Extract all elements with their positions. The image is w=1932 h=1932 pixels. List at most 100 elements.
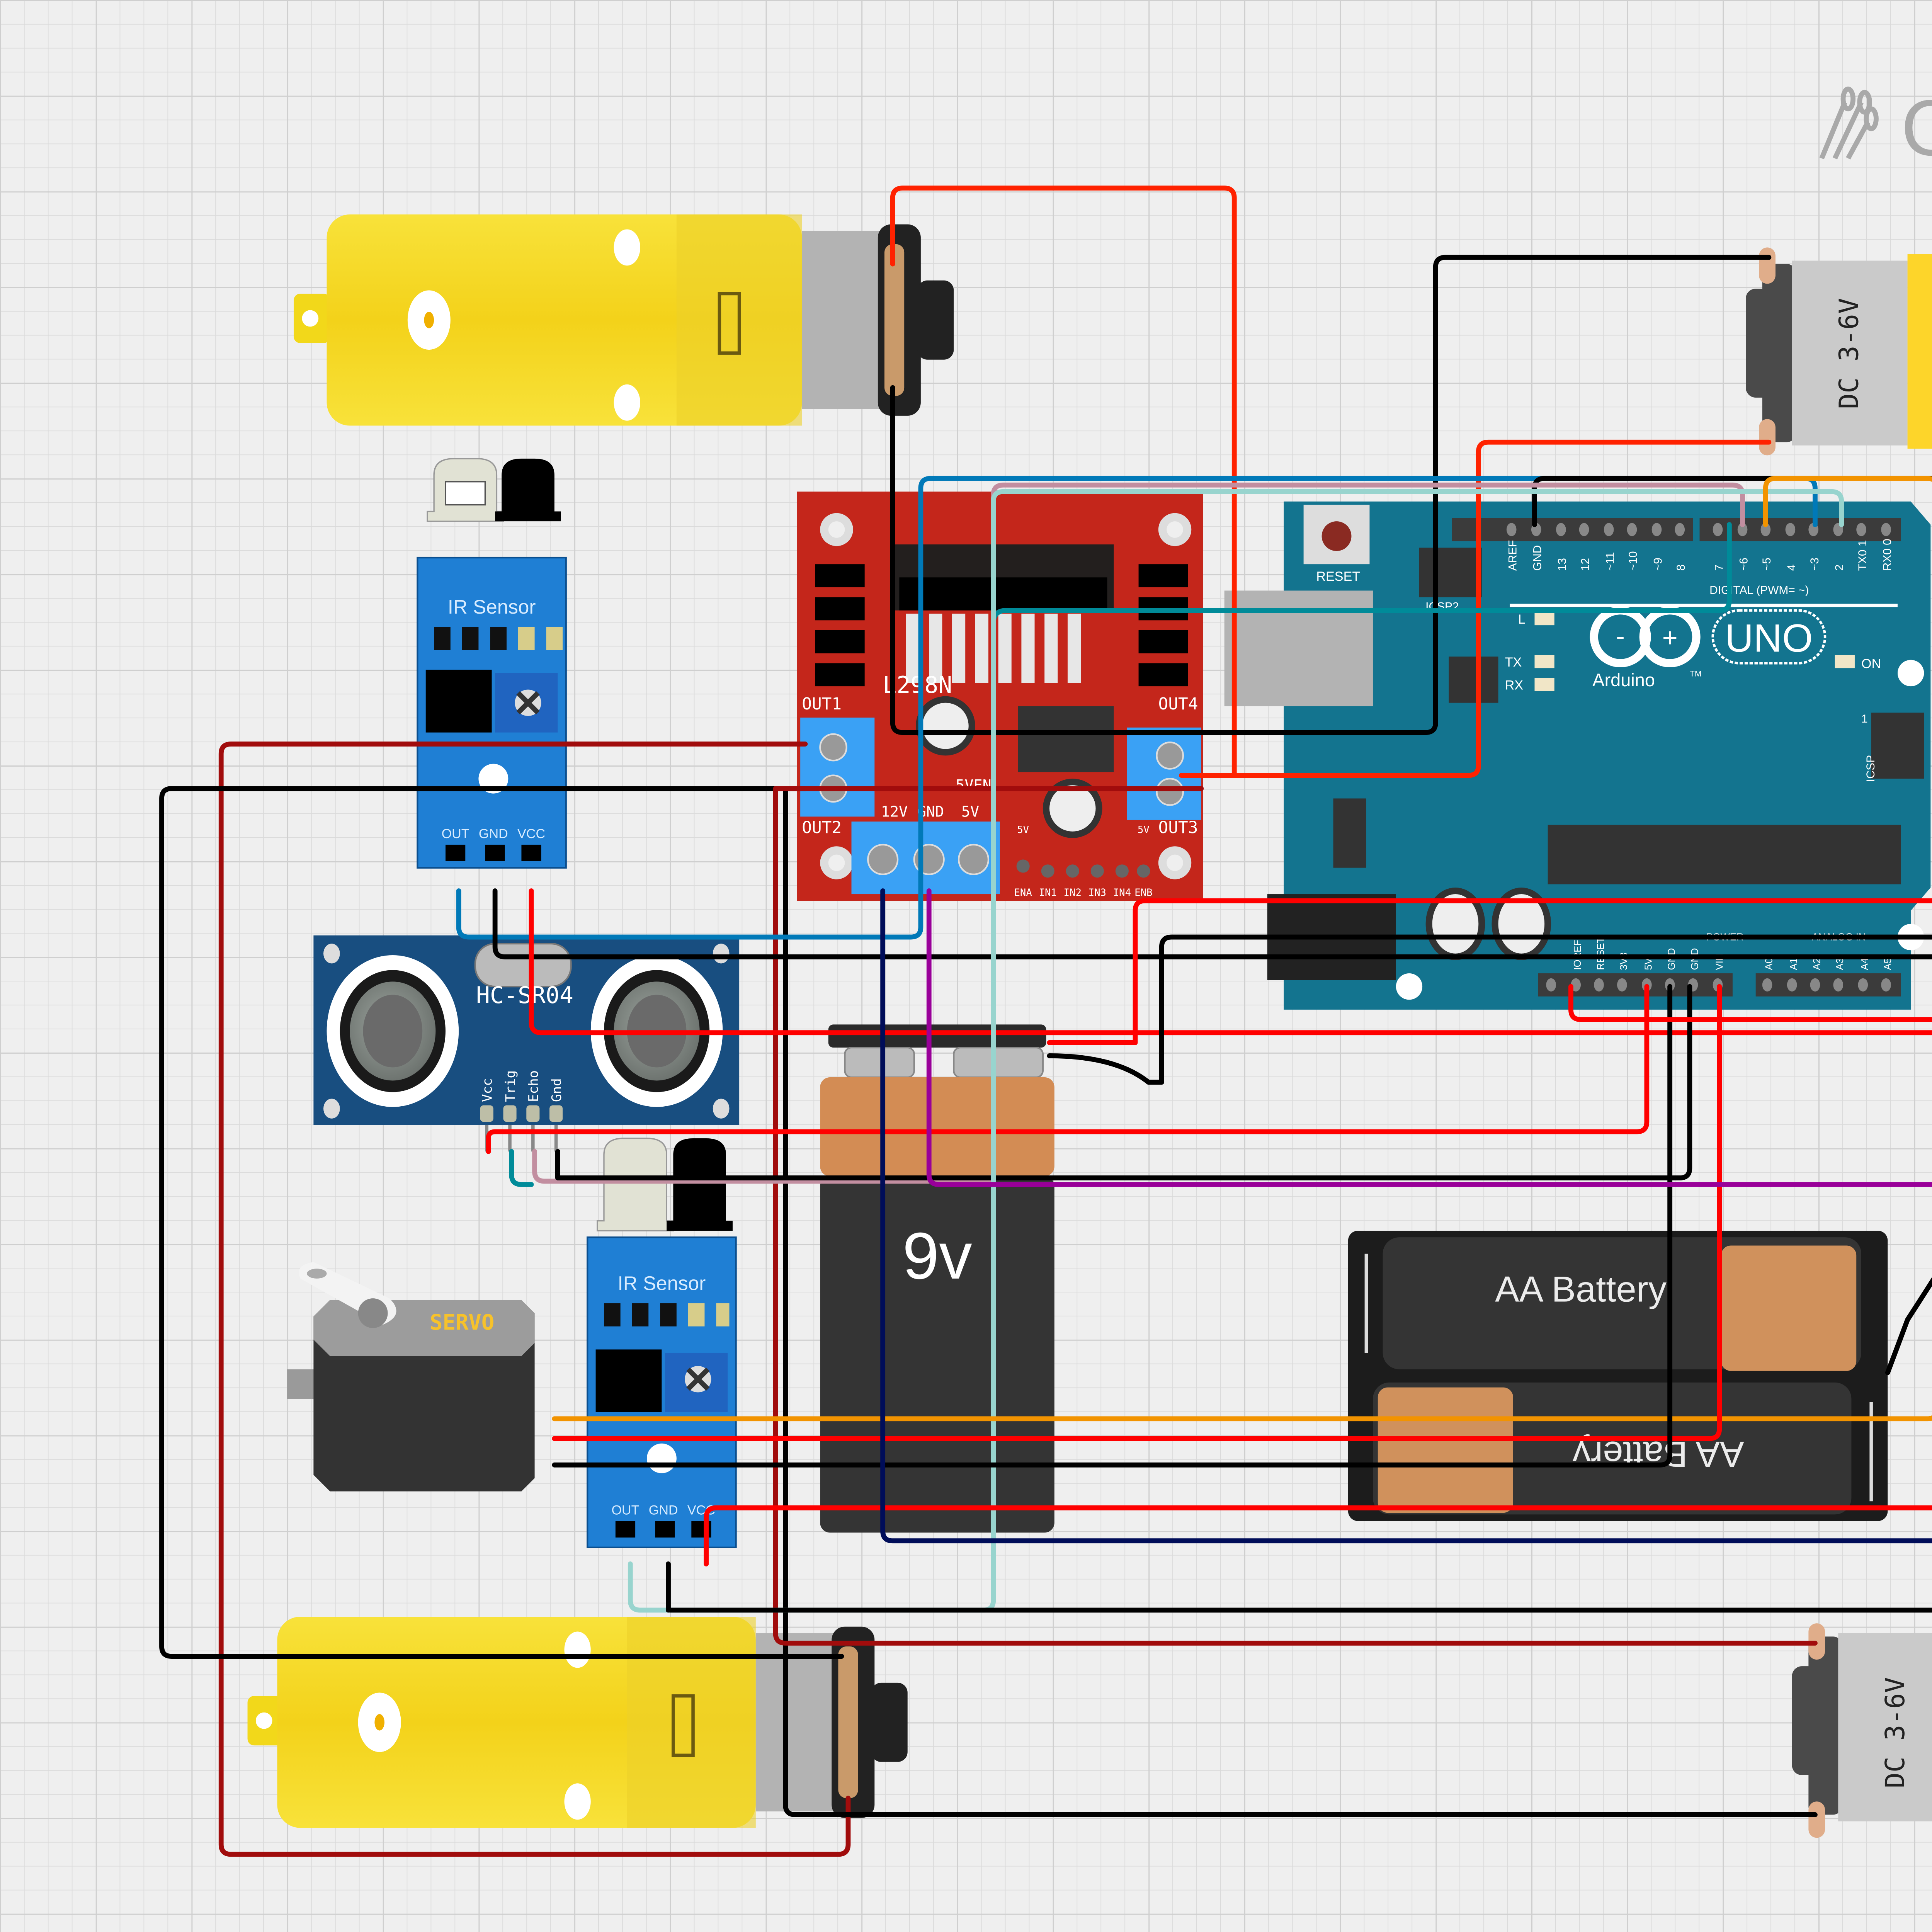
wire[interactable] <box>628 489 1844 1613</box>
wire[interactable] <box>492 476 1932 959</box>
arduino-header-pin[interactable] <box>1546 978 1556 992</box>
l298n-pin-ena: ENA <box>1014 887 1032 898</box>
l298n-pin-in4: IN4 <box>1113 887 1131 898</box>
battery-9v-label: 9v <box>902 1219 972 1293</box>
aa-battery-holder[interactable]: AA Battery AA Battery <box>1348 1231 1888 1521</box>
arduino-pin-label: RX0 0 <box>1881 539 1894 571</box>
dc-motor-top-right[interactable]: DC 3-6V <box>1746 182 1932 512</box>
l298n-out3: OUT3 <box>1158 818 1198 837</box>
arduino-logo: - + <box>1590 606 1701 668</box>
wire[interactable] <box>1047 934 1932 1085</box>
arduino-header-pin[interactable] <box>1675 523 1685 536</box>
wire[interactable] <box>218 742 851 1857</box>
arduino-header-pin[interactable] <box>1785 523 1796 536</box>
wire[interactable] <box>555 984 1692 1180</box>
wire[interactable] <box>486 984 1650 1154</box>
arduino-model: UNO <box>1725 616 1813 660</box>
arduino-pin-label: A2 <box>1811 958 1822 970</box>
arduino-header-pin[interactable] <box>1594 978 1604 992</box>
ir-sensor-2[interactable]: IR Sensor OUT GND VCC <box>587 1138 737 1548</box>
l298n-pin-in2: IN2 <box>1064 887 1082 898</box>
l298n-motor-driver[interactable]: L298N OUT1 OUT4 OUT2 OUT3 12V GND 5V 5VE… <box>797 492 1203 901</box>
l298n-12v: 12V <box>881 803 908 820</box>
ir-pin-out: OUT <box>442 827 469 841</box>
arduino-header-pin[interactable] <box>1760 523 1771 536</box>
arduino-header-pin[interactable] <box>1604 523 1614 536</box>
servo-motor[interactable]: SERVO <box>287 1262 535 1492</box>
aa-cell-top-label: AA Battery <box>1495 1269 1667 1310</box>
ir-title: IR Sensor <box>618 1272 706 1294</box>
wire[interactable] <box>552 984 1673 1468</box>
hcsr04-pin-trig: Trig <box>503 1070 518 1102</box>
l298n-pin-in3: IN3 <box>1088 887 1106 898</box>
wire[interactable] <box>159 786 844 1659</box>
dc-motor-bottom-left[interactable] <box>247 1617 908 1828</box>
hc-sr04-ultrasonic-sensor[interactable]: HC-SR04 Vcc Trig Echo Gnd <box>313 935 740 1152</box>
hcsr04-pin-echo: Echo <box>526 1070 541 1102</box>
wire[interactable] <box>1047 898 1932 1045</box>
arduino-pin-label: 12 <box>1579 558 1592 571</box>
arduino-pin-label: 7 <box>1713 565 1725 571</box>
arduino-header-pin[interactable] <box>1651 523 1662 536</box>
dc-motor-bottom-right[interactable]: DC 3-6V <box>1792 1554 1932 1897</box>
arduino-pin-label: A3 <box>1835 958 1845 970</box>
l298n-out4: OUT4 <box>1158 694 1198 714</box>
wire[interactable] <box>552 984 1722 1441</box>
svg-text:+: + <box>1662 623 1678 653</box>
arduino-pin-label: ~6 <box>1737 558 1750 571</box>
l298n-out2: OUT2 <box>802 818 842 837</box>
wire[interactable] <box>773 786 1818 1646</box>
brand-light: Cirkit <box>1901 83 1932 172</box>
ir-pin-out: OUT <box>611 1503 639 1517</box>
wire[interactable] <box>529 888 1932 1036</box>
wire[interactable] <box>704 920 1932 1566</box>
ir-pin-gnd: GND <box>479 827 508 841</box>
arduino-header-pin[interactable] <box>1881 978 1891 992</box>
arduino-icsp-pin1: 1 <box>1861 713 1868 725</box>
hcsr04-pin-vcc: Vcc <box>480 1078 495 1102</box>
arduino-pin-label: 13 <box>1556 558 1569 571</box>
arduino-pin-label: 2 <box>1833 565 1846 571</box>
arduino-pin-label: A1 <box>1788 958 1799 970</box>
arduino-pin-label: A4 <box>1859 958 1870 970</box>
dc-motor-top-left[interactable] <box>294 214 954 426</box>
arduino-header-pin[interactable] <box>1737 523 1748 536</box>
arduino-header-pin[interactable] <box>1713 523 1723 536</box>
arduino-header-pin[interactable] <box>1856 523 1866 536</box>
arduino-pin-label: GND <box>1531 545 1544 571</box>
arduino-header-pin[interactable] <box>1579 523 1589 536</box>
arduino-pin-label: ~10 <box>1627 551 1639 571</box>
arduino-header-pin[interactable] <box>1858 978 1868 992</box>
arduino-header-pin[interactable] <box>1627 523 1637 536</box>
l298n-pin-enb: ENB <box>1134 887 1152 898</box>
arduino-header-pin[interactable] <box>1762 978 1772 992</box>
wire[interactable] <box>783 786 1818 1817</box>
svg-text:-: - <box>1616 621 1625 651</box>
wire[interactable] <box>890 255 1772 735</box>
arduino-header-pin[interactable] <box>1810 978 1820 992</box>
arduino-pin-label: 4 <box>1785 565 1798 571</box>
wire[interactable] <box>1568 911 1932 1022</box>
arduino-pin-label: ~9 <box>1651 558 1664 571</box>
l298n-5v: 5V <box>961 803 979 820</box>
arduino-header-pin[interactable] <box>1787 978 1797 992</box>
wire[interactable] <box>890 185 1237 778</box>
wire[interactable] <box>926 888 1932 1307</box>
arduino-icsp-label: ICSP <box>1864 755 1877 782</box>
arduino-header-pin[interactable] <box>1617 978 1627 992</box>
arduino-header-pin[interactable] <box>1833 978 1844 992</box>
arduino-pin-label: ~5 <box>1760 558 1773 571</box>
arduino-pin-label: ~11 <box>1604 552 1616 571</box>
wire[interactable] <box>880 888 1932 1544</box>
wire[interactable] <box>1885 1274 1932 1375</box>
arduino-header-pin[interactable] <box>1506 523 1517 536</box>
l298n-pin-5v-left: 5V <box>1017 824 1029 836</box>
ir-sensor-1[interactable]: IR Sensor OUT GND VCC <box>417 458 567 869</box>
wire[interactable] <box>552 476 1932 1422</box>
arduino-header-pin[interactable] <box>1556 523 1566 536</box>
battery-9v[interactable]: 9v <box>820 1024 1054 1533</box>
arduino-header-pin[interactable] <box>1881 523 1891 536</box>
